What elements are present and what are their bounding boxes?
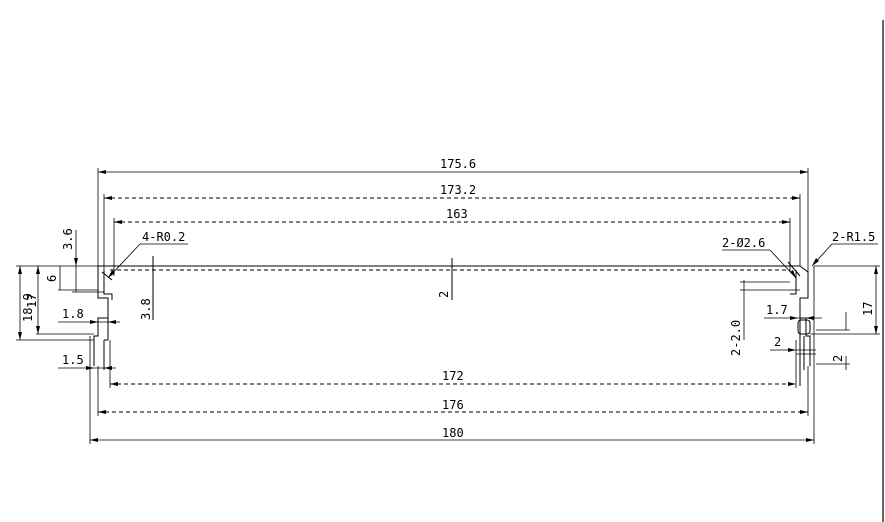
dim-163: 163	[446, 207, 468, 221]
dim-176: 176	[442, 398, 464, 412]
note-r15-leader	[811, 243, 878, 267]
right-dim-lines	[740, 265, 880, 370]
dim-line-176	[97, 366, 809, 416]
profile-outline	[93, 256, 816, 386]
dim-line-173-2	[103, 194, 801, 270]
dim-center-2: 2	[437, 291, 451, 298]
dim-1-7: 1.7	[766, 303, 788, 317]
left-dim-lines	[16, 230, 154, 370]
dim-17-left: 17	[25, 294, 39, 308]
dim-180: 180	[442, 426, 464, 440]
dim-line-175-6	[97, 168, 809, 272]
dim-3-6: 3.6	[61, 228, 75, 250]
note-2-phi-2-6: 2-Ø2.6	[722, 236, 765, 250]
dim-17-right: 17	[861, 302, 875, 316]
note-4-r0-2: 4-R0.2	[142, 230, 185, 244]
note-phi26-leader	[722, 249, 797, 279]
dim-175-6: 175.6	[440, 157, 476, 171]
note-2-r1-5: 2-R1.5	[832, 230, 875, 244]
dim-2-right-a: 2	[774, 335, 781, 349]
dim-1-8: 1.8	[62, 307, 84, 321]
dim-line-163	[113, 218, 791, 276]
dim-2-right-b: 2	[831, 355, 845, 362]
dim-1-5: 1.5	[62, 353, 84, 367]
dim-172: 172	[442, 369, 464, 383]
dim-173-2: 173.2	[440, 183, 476, 197]
note-r02-leader	[107, 243, 188, 279]
dim-line-180	[89, 266, 815, 444]
dim-6: 6	[45, 275, 59, 282]
dim-3-8: 3.8	[139, 298, 153, 320]
dim-2-2-0: 2-2.0	[729, 320, 743, 356]
dim-line-172	[109, 340, 797, 388]
dim-18-9: 18.9	[21, 293, 35, 322]
